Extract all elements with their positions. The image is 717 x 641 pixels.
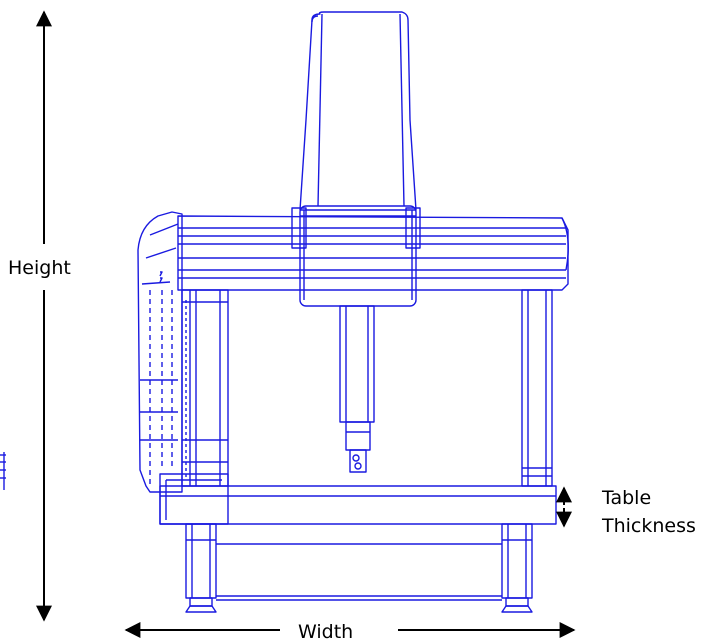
bridge-beam	[177, 207, 569, 291]
right-upright	[521, 289, 553, 487]
dimension-annotations	[36, 10, 576, 638]
carriage-block	[299, 205, 417, 307]
width-label: Width	[298, 621, 353, 641]
cmm-machine-drawing	[0, 11, 569, 613]
probe-shaft	[339, 305, 375, 473]
granite-table	[159, 473, 557, 525]
z-axis-ram	[299, 11, 417, 211]
edge-mark	[0, 452, 6, 490]
table-thickness-label-line1: Table	[601, 487, 651, 509]
table-thickness-label-line2: Thickness	[601, 515, 696, 537]
left-column-housing	[137, 211, 183, 493]
support-stand	[185, 523, 533, 613]
height-label: Height	[8, 257, 71, 279]
left-upright	[181, 289, 229, 487]
